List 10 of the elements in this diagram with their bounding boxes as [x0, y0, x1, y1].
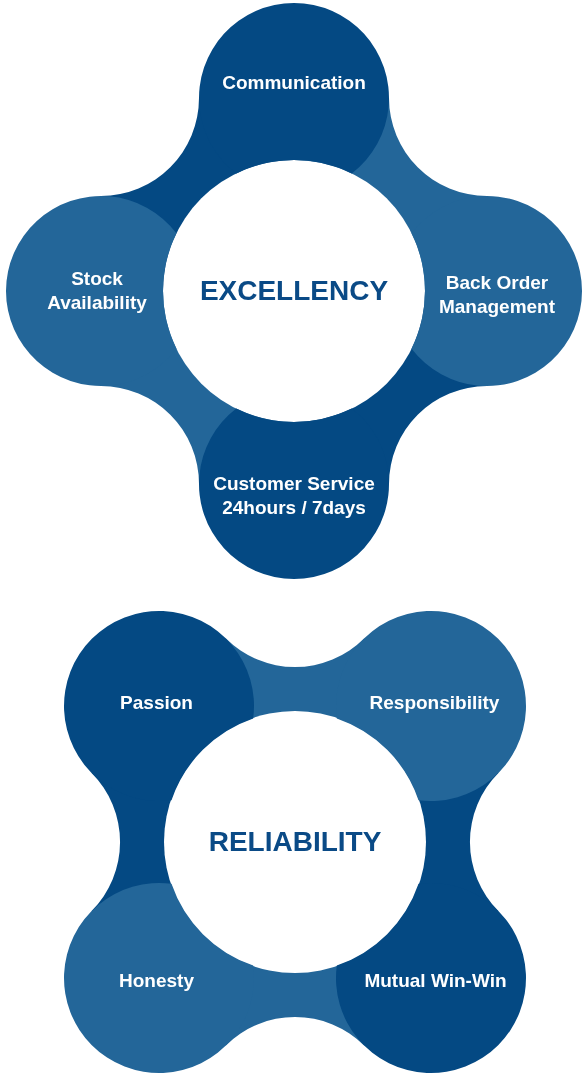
petal-label: Communication [222, 71, 366, 95]
petal-label: Stock Availability [46, 267, 148, 315]
petal-label: Back Order Management [437, 271, 557, 319]
petal-label: Customer Service 24hours / 7days [212, 472, 376, 520]
petal-label: Mutual Win-Win [364, 969, 507, 994]
petal-label: Honesty [119, 969, 194, 994]
center-title: RELIABILITY [208, 825, 382, 859]
petal-label: Passion [120, 690, 193, 715]
center-title: EXCELLENCY [199, 274, 389, 308]
petal-label: Responsibility [369, 690, 500, 715]
